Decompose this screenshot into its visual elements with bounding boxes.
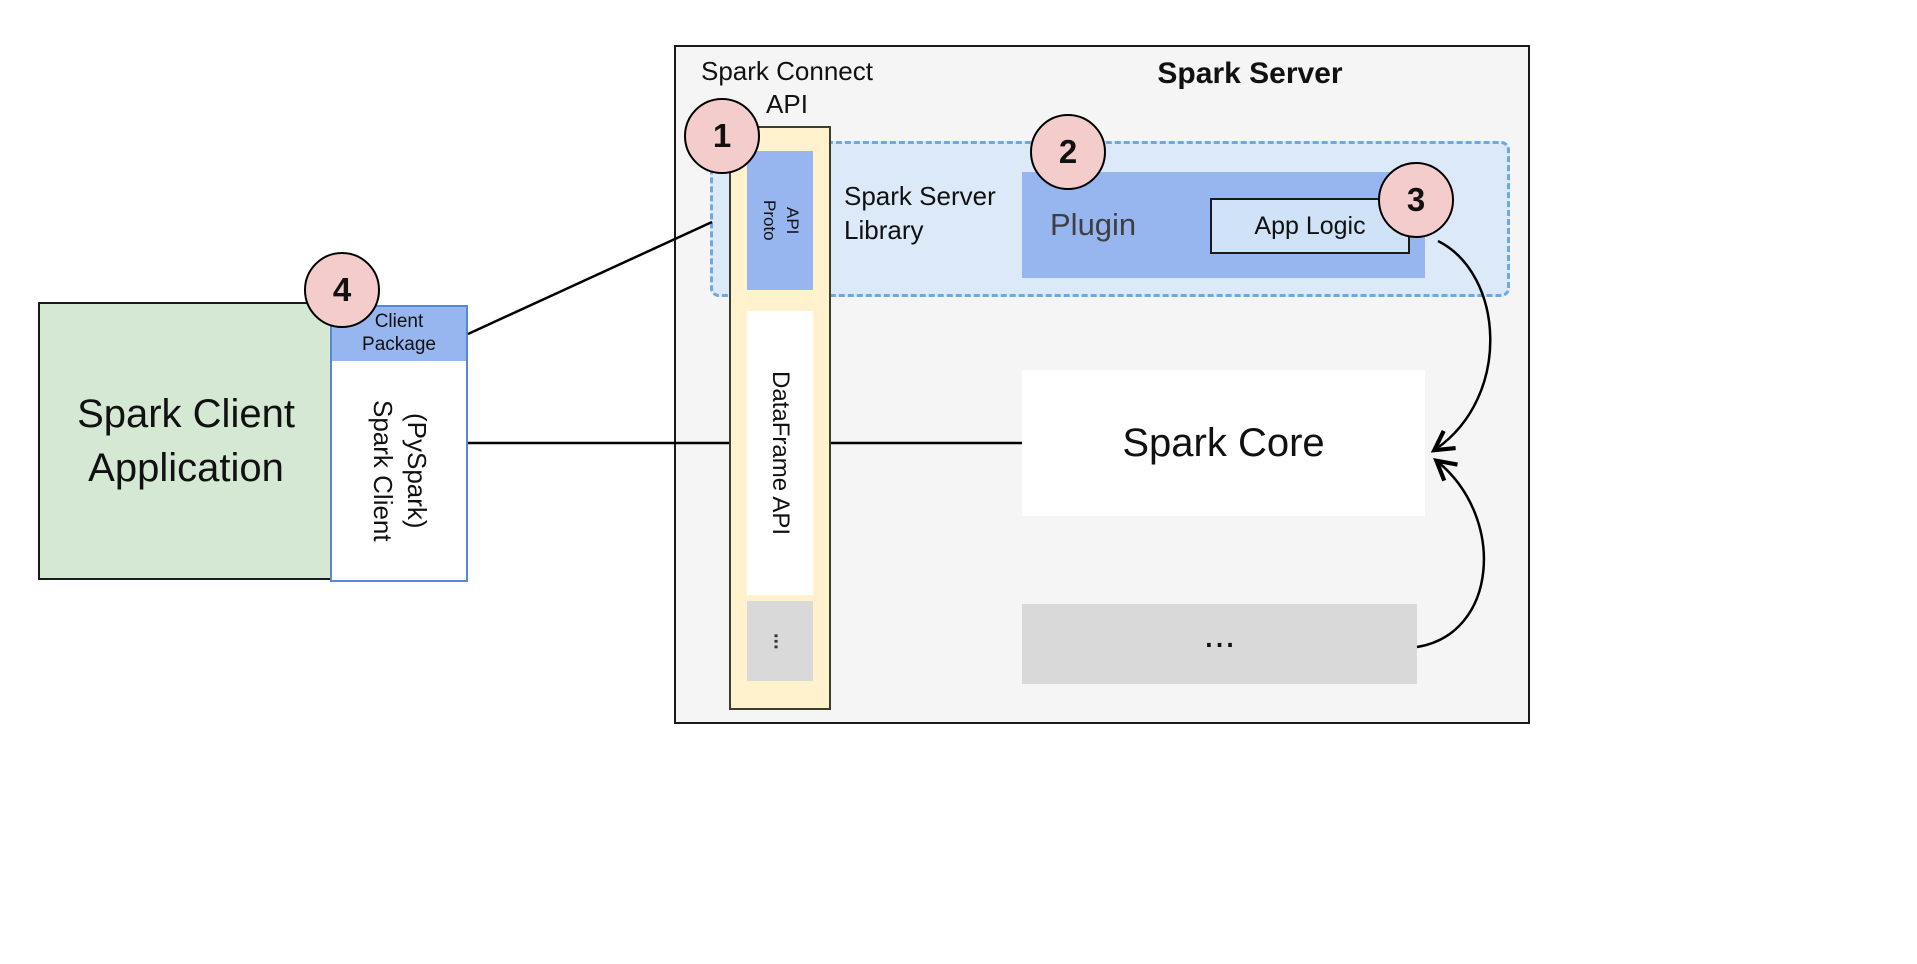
server-more-label: ... [1203, 613, 1236, 656]
spark-client-label: Spark Client (PySpark) [368, 399, 432, 542]
badge-3: 3 [1378, 162, 1454, 238]
app-logic-box: App Logic [1210, 198, 1410, 254]
spark-core-box: Spark Core [1022, 370, 1425, 516]
spark-connect-api-label: Spark Connect API [701, 56, 873, 119]
client-package-label: Client Package [362, 311, 436, 355]
client-package-box: Client Package Spark Client (PySpark) [330, 305, 468, 582]
api-more-box: ... [747, 601, 813, 681]
spark-server-title: Spark Server [1157, 57, 1343, 90]
api-more-label: ... [769, 632, 792, 650]
proto-api-box: Proto API [747, 151, 813, 290]
badge-4: 4 [304, 252, 380, 328]
dataframe-api-box: DataFrame API [747, 311, 813, 595]
server-more-box: ... [1022, 604, 1417, 684]
proto-api-label: Proto API [760, 200, 802, 241]
dataframe-api-label: DataFrame API [767, 370, 794, 536]
spark-client-application-label: Spark Client Application [77, 392, 295, 490]
server-library-label: Spark Server Library [844, 181, 996, 245]
badge-1: 1 [684, 98, 760, 174]
spark-client-body: Spark Client (PySpark) [332, 361, 466, 580]
badge-2: 2 [1030, 114, 1106, 190]
spark-client-application-box: Spark Client Application [38, 302, 334, 580]
app-logic-label: App Logic [1254, 211, 1366, 240]
spark-core-label: Spark Core [1122, 420, 1325, 465]
plugin-label: Plugin [1050, 207, 1137, 242]
